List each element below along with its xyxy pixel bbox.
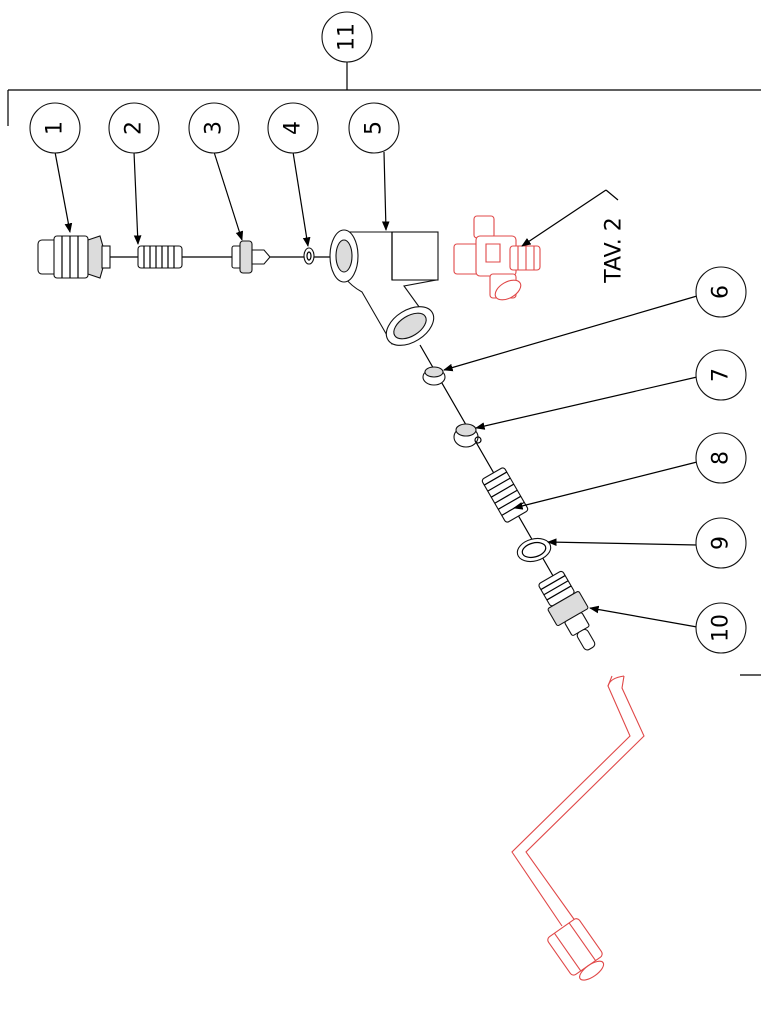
part-1-threaded-fitting (37, 235, 111, 279)
callout-1: 1 (29, 102, 81, 154)
callout-8: 8 (695, 432, 747, 484)
callout-5-label: 5 (362, 121, 387, 135)
callout-4: 4 (267, 102, 319, 154)
part-2-spring (137, 245, 183, 269)
callout-10: 10 (695, 602, 747, 654)
callout-8-label: 8 (709, 451, 734, 465)
callout-10-label: 10 (709, 614, 734, 642)
callout-6: 6 (695, 266, 747, 318)
callout-3-label: 3 (202, 121, 227, 135)
callout-7-label: 7 (709, 368, 734, 382)
part-5-elbow-body (329, 229, 439, 346)
reference-cross-fitting (453, 215, 541, 301)
callout-11: 11 (321, 11, 373, 63)
part-4-washer (303, 247, 315, 265)
callout-9-label: 9 (709, 536, 734, 550)
callout-9: 9 (695, 517, 747, 569)
leader-lines (54, 151, 698, 628)
reference-label: TAV. 2 (602, 217, 627, 284)
callout-4-label: 4 (281, 121, 306, 135)
part-8-spring (481, 467, 529, 523)
callout-5: 5 (348, 102, 400, 154)
callout-1-label: 1 (43, 121, 68, 135)
callout-3: 3 (188, 102, 240, 154)
assembly-axis (100, 256, 561, 589)
callout-2-label: 2 (122, 121, 147, 135)
part-9-o-ring (516, 537, 552, 563)
callout-2: 2 (108, 102, 160, 154)
part-10-nozzle (538, 570, 596, 651)
part-6-bushing (422, 366, 446, 386)
callout-7: 7 (695, 349, 747, 401)
reference-lance-tube (511, 675, 645, 981)
part-7-guide (453, 423, 482, 448)
callout-6-label: 6 (709, 285, 734, 299)
assembly-bracket (7, 62, 761, 676)
callout-11-label: 11 (335, 23, 360, 51)
part-3-valve-pin (231, 240, 271, 274)
